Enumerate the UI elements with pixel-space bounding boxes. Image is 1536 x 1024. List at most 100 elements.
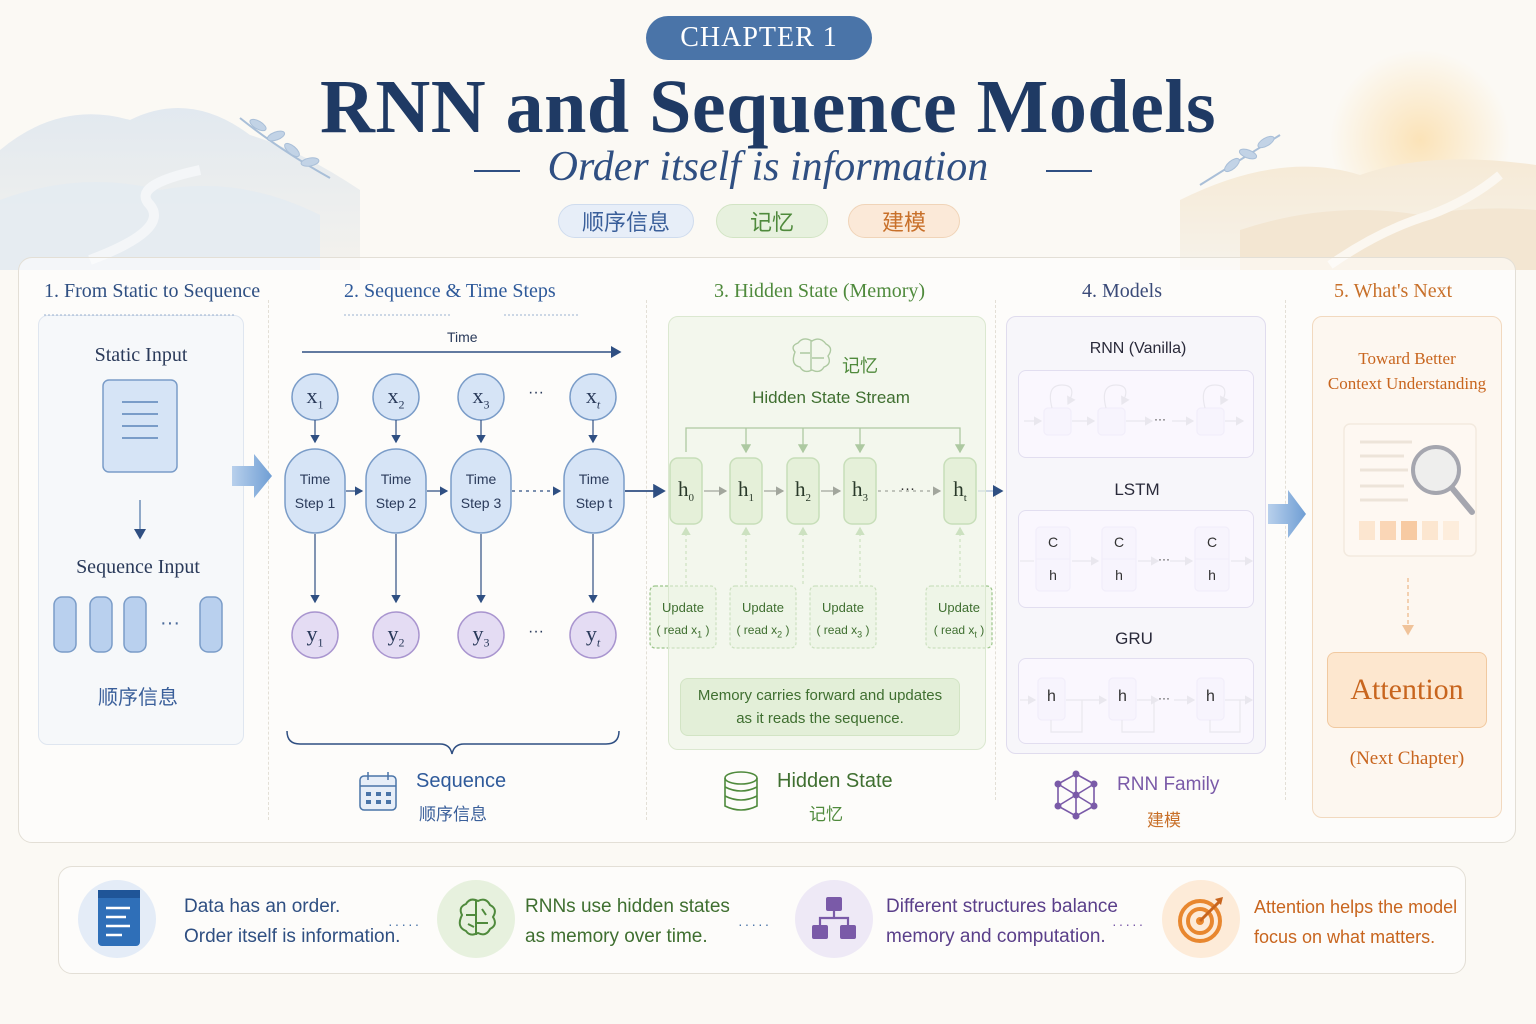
hidden-state-label-ht: ht: [953, 477, 967, 505]
section-transition-arrow: [232, 454, 272, 498]
lstm-cell-c-label: C: [1047, 534, 1059, 550]
output-label-yt: yt: [585, 621, 601, 650]
input-label-xt: xt: [585, 383, 601, 412]
gru-label: GRU: [1115, 629, 1153, 648]
hierarchy-icon-circle: [795, 880, 873, 958]
attention-next-chapter-button[interactable]: Attention: [1327, 652, 1487, 728]
input-label-x2: x2: [387, 383, 405, 412]
hidden-state-label-h2: h2: [795, 477, 811, 505]
section-1-title: 1. From Static to Sequence: [44, 280, 261, 302]
memory-cjk-label: 记忆: [842, 356, 878, 376]
time-step-node: [563, 448, 625, 534]
database-icon: [724, 771, 758, 811]
page-title: RNN and Sequence Models: [319, 65, 1217, 149]
time-step-node: [450, 448, 512, 534]
section-divider: [1285, 300, 1286, 800]
output-ellipsis: ···: [528, 623, 544, 640]
gru-ellipsis: ···: [1158, 691, 1170, 705]
section-4-title: 4. Models: [1082, 280, 1162, 302]
time-step-node: [284, 448, 346, 534]
gru-cell-label: h: [1206, 688, 1215, 705]
rnn-family-footer-cjk: 建模: [1147, 811, 1181, 830]
lstm-cell-h-label: h: [1208, 567, 1216, 583]
update-label-2: Update( read x2 ): [736, 600, 790, 640]
section-transition-arrow: [1268, 490, 1306, 538]
rnn-ellipsis: ···: [1154, 412, 1166, 426]
target-icon: [1178, 897, 1223, 943]
sequence-footer-cjk: 顺序信息: [419, 805, 487, 824]
sequence-ellipsis: ···: [160, 612, 180, 634]
hierarchy-icon: [812, 897, 856, 939]
summary-connector: ·····: [388, 916, 422, 932]
network-graph-icon: [1054, 770, 1098, 820]
lstm-ellipsis: ···: [1158, 552, 1170, 566]
output-label-y3: y3: [472, 621, 490, 650]
brain-icon: [458, 898, 496, 936]
hidden-state-label-h0: h0: [678, 477, 694, 505]
output-node: [291, 611, 339, 659]
sequence-footer-label: Sequence: [416, 770, 507, 792]
chapter-badge: CHAPTER 1: [646, 16, 872, 60]
sequence-brace: [286, 730, 620, 755]
update-label-3: Update( read x3 ): [816, 600, 870, 640]
gru-card: [1018, 658, 1254, 744]
output-node: [457, 611, 505, 659]
hidden-state-label-h3: h3: [852, 477, 868, 505]
summary-connector: ·····: [738, 916, 772, 932]
update-label-t: Update( read xt ): [933, 600, 985, 640]
hidden-state-label-h1: h1: [738, 477, 754, 505]
lstm-cell-c-label: C: [1113, 534, 1125, 550]
output-node: [372, 611, 420, 659]
leaf-branch-left-icon: [239, 117, 331, 179]
section-divider: [268, 300, 269, 820]
hidden-state-panel: [668, 316, 986, 750]
calendar-icon: [359, 772, 397, 811]
output-node: [569, 611, 617, 659]
hidden-state-footer-cjk: 记忆: [809, 805, 843, 824]
lstm-cell-h-label: h: [1115, 567, 1123, 583]
whats-next-description: Toward Better Context Understanding: [1327, 349, 1487, 393]
summary-text-1: Data has an order.Order itself is inform…: [184, 896, 401, 947]
memory-note-line-1: Memory carries forward and updates: [697, 687, 943, 704]
output-label-y1: y1: [306, 621, 324, 650]
document-icon-circle: [78, 880, 156, 958]
time-step-node: [365, 448, 427, 534]
section-divider: [646, 300, 647, 820]
rnn-vanilla-card: [1018, 370, 1254, 458]
next-chapter-label: (Next Chapter): [1349, 748, 1465, 769]
gru-cell-label: h: [1047, 688, 1056, 705]
gru-cell-label: h: [1118, 688, 1127, 705]
section-3-title: 3. Hidden State (Memory): [714, 280, 926, 302]
leaf-branch-right-icon: [1199, 134, 1281, 186]
update-label-1: Update( read x1 ): [656, 600, 710, 640]
page-subtitle: Order itself is information: [547, 144, 989, 190]
section-2-title: 2. Sequence & Time Steps: [344, 280, 556, 302]
whats-next-panel: [1312, 316, 1502, 818]
memory-note-box: Memory carries forward and updates as it…: [680, 678, 960, 736]
memory-note-line-2: as it reads the sequence.: [736, 710, 904, 727]
document-list-icon: [98, 890, 140, 946]
brain-icon-circle: [437, 880, 515, 958]
tag-modeling: 建模: [848, 204, 960, 238]
sequence-tokens-icon: [53, 596, 223, 653]
subtitle-dash-left: [474, 170, 520, 172]
output-label-y2: y2: [387, 621, 405, 650]
section-5-title: 5. What's Next: [1334, 280, 1453, 302]
tag-sequence-info: 顺序信息: [558, 204, 694, 238]
hidden-state-stream-label: Hidden State Stream: [752, 388, 910, 407]
hidden-state-footer-label: Hidden State: [777, 770, 893, 792]
input-label-x1: x1: [306, 383, 324, 412]
static-input-label: Static Input: [94, 344, 188, 366]
lstm-card: [1018, 510, 1254, 608]
time-axis-label: Time: [447, 329, 478, 345]
output-nodes: [291, 611, 617, 659]
section-1-cjk-label: 顺序信息: [98, 687, 178, 709]
section-divider: [995, 300, 996, 800]
input-label-x3: x3: [472, 383, 490, 412]
input-nodes: [291, 373, 617, 421]
target-icon-circle: [1162, 880, 1240, 958]
